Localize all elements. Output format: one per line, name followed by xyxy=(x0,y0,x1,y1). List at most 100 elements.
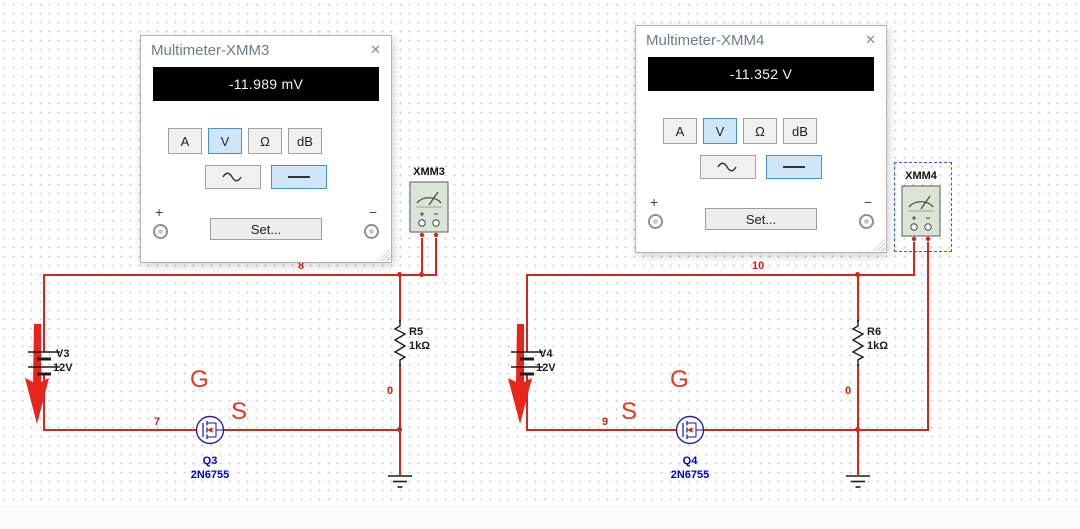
node-label-9: 9 xyxy=(602,416,609,428)
positive-terminal[interactable] xyxy=(153,224,168,239)
transistor-part-label: 2N6755 xyxy=(670,469,710,481)
junction-dot xyxy=(397,272,402,277)
wire-top-node10[interactable] xyxy=(527,274,915,276)
junction-dot xyxy=(855,272,860,277)
multimeter-icon-xmm4[interactable] xyxy=(901,185,941,243)
wire-meter-lead-positive[interactable] xyxy=(421,238,423,276)
mode-button-row: A V Ω dB xyxy=(663,118,817,144)
junction-dot xyxy=(855,427,860,432)
gate-annotation[interactable]: G xyxy=(670,366,689,393)
instrument-label: XMM4 xyxy=(905,170,937,182)
meter-display: -11.989 mV xyxy=(153,67,379,101)
component-ref-label: V3 xyxy=(56,348,70,360)
dc-mode-button[interactable] xyxy=(271,165,327,189)
dc-waveform-icon xyxy=(288,176,310,178)
volt-button[interactable]: V xyxy=(703,118,737,144)
component-value-label: 1kΩ xyxy=(409,340,431,352)
negative-terminal[interactable] xyxy=(859,214,874,229)
multimeter-window-xmm4: Multimeter-XMM4 ✕ -11.352 V A V Ω dB + − xyxy=(635,25,887,253)
node-label-10: 10 xyxy=(752,260,765,272)
window-title: Multimeter-XMM3 xyxy=(151,41,270,59)
db-button[interactable]: dB xyxy=(288,128,322,154)
negative-terminal-label: − xyxy=(863,194,872,210)
component-value-label: 1kΩ xyxy=(867,340,889,352)
mosfet-q4[interactable] xyxy=(668,411,712,451)
junction-dot xyxy=(397,427,402,432)
node-label-0: 0 xyxy=(845,385,852,397)
component-ref-label: V4 xyxy=(539,348,553,360)
wire-meter-lead-negative[interactable] xyxy=(435,238,437,276)
wire-battery-top[interactable] xyxy=(43,274,45,352)
wire-resistor-top[interactable] xyxy=(399,274,401,322)
positive-terminal[interactable] xyxy=(648,214,663,229)
battery-v4[interactable] xyxy=(503,346,551,382)
source-annotation[interactable]: S xyxy=(621,398,638,425)
component-value-label: 12V xyxy=(53,362,73,374)
wire-meter-lead-negative[interactable] xyxy=(927,242,929,431)
node-label-8: 8 xyxy=(298,260,305,272)
coupling-button-row xyxy=(700,155,822,179)
component-ref-label: R5 xyxy=(409,326,424,338)
transistor-ref-label: Q4 xyxy=(682,455,698,467)
meter-display: -11.352 V xyxy=(648,57,874,91)
component-ref-label: R6 xyxy=(867,326,882,338)
ampere-button[interactable]: A xyxy=(663,118,697,144)
dc-waveform-icon xyxy=(783,166,805,168)
wire-battery-bottom[interactable] xyxy=(43,374,45,431)
wire-ground-stem[interactable] xyxy=(399,429,401,475)
wire-resistor-bottom[interactable] xyxy=(399,364,401,431)
ac-waveform-icon xyxy=(717,162,737,172)
close-icon[interactable]: ✕ xyxy=(370,42,381,57)
component-value-label: 12V xyxy=(536,362,556,374)
wire-resistor-bottom[interactable] xyxy=(857,364,859,431)
gate-annotation[interactable]: G xyxy=(190,366,209,393)
ohm-button[interactable]: Ω xyxy=(743,118,777,144)
battery-v3[interactable] xyxy=(20,346,68,382)
selection-box xyxy=(894,162,952,252)
ground-icon[interactable] xyxy=(387,474,413,490)
db-button[interactable]: dB xyxy=(783,118,817,144)
wire-battery-top[interactable] xyxy=(526,274,528,352)
resistor-r5[interactable] xyxy=(392,320,408,366)
wire-bottom-node9[interactable] xyxy=(527,429,929,431)
coupling-button-row xyxy=(205,165,327,189)
ac-mode-button[interactable] xyxy=(700,155,756,179)
dc-mode-button[interactable] xyxy=(766,155,822,179)
window-titlebar[interactable]: Multimeter-XMM3 ✕ xyxy=(141,36,391,64)
wire-battery-bottom[interactable] xyxy=(526,374,528,431)
transistor-ref-label: Q3 xyxy=(202,455,218,467)
positive-terminal-label: + xyxy=(650,194,659,210)
close-icon[interactable]: ✕ xyxy=(865,32,876,47)
ground-icon[interactable] xyxy=(845,474,871,490)
multimeter-window-xmm3: Multimeter-XMM3 ✕ -11.989 mV A V Ω dB + … xyxy=(140,35,392,263)
positive-terminal-label: + xyxy=(155,204,164,220)
terminal-row: + − Set... xyxy=(636,192,886,250)
source-annotation[interactable]: S xyxy=(231,398,248,425)
set-button[interactable]: Set... xyxy=(705,208,817,230)
set-button[interactable]: Set... xyxy=(210,218,322,240)
volt-button[interactable]: V xyxy=(208,128,242,154)
instrument-label: XMM3 xyxy=(413,166,445,178)
wire-resistor-top[interactable] xyxy=(857,274,859,322)
ac-mode-button[interactable] xyxy=(205,165,261,189)
wire-top-node8[interactable] xyxy=(44,274,437,276)
multimeter-icon-xmm3[interactable] xyxy=(409,181,449,239)
mode-button-row: A V Ω dB xyxy=(168,128,322,154)
window-title: Multimeter-XMM4 xyxy=(646,31,765,49)
junction-dot xyxy=(419,272,424,277)
window-titlebar[interactable]: Multimeter-XMM4 ✕ xyxy=(636,26,886,54)
resistor-r6[interactable] xyxy=(850,320,866,366)
ac-waveform-icon xyxy=(222,172,242,182)
transistor-part-label: 2N6755 xyxy=(190,469,230,481)
terminal-row: + − Set... xyxy=(141,202,391,260)
ampere-button[interactable]: A xyxy=(168,128,202,154)
ohm-button[interactable]: Ω xyxy=(248,128,282,154)
wire-meter-lead-positive[interactable] xyxy=(913,242,915,276)
mosfet-q3[interactable] xyxy=(188,411,232,451)
negative-terminal[interactable] xyxy=(364,224,379,239)
node-label-0: 0 xyxy=(387,385,394,397)
wire-ground-stem[interactable] xyxy=(857,429,859,475)
